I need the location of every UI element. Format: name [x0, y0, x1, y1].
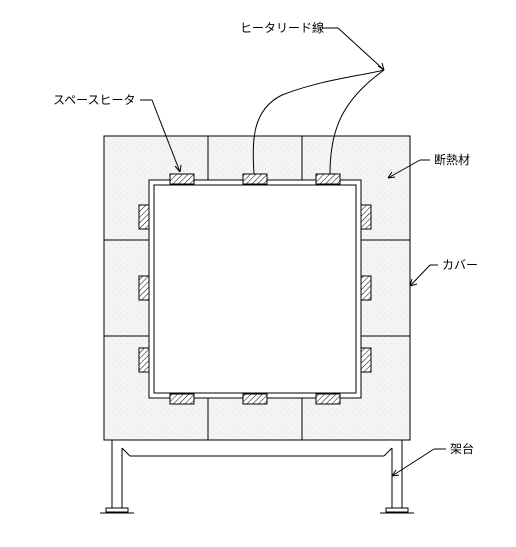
heater-left-3	[138, 347, 150, 373]
label-heater-lead: ヒータリード線	[240, 20, 324, 35]
heater-bottom-1	[169, 393, 195, 405]
heater-bottom-2	[242, 393, 268, 405]
heater-left-1	[138, 204, 150, 230]
inner-chamber	[148, 179, 362, 399]
heater-top-1	[169, 173, 195, 185]
heater-right-2	[360, 275, 372, 301]
leader-lines	[140, 27, 446, 477]
label-frame: 架台	[450, 441, 474, 456]
label-space-heater: スペースヒータ	[53, 93, 136, 107]
heater-left-2	[138, 275, 150, 301]
stand-frame	[100, 439, 414, 514]
label-cover: カバー	[442, 258, 478, 272]
label-insulation: 断熱材	[434, 152, 470, 167]
heater-top-2	[242, 173, 268, 185]
heater-bottom-3	[315, 393, 341, 405]
heater-lead-wires	[252, 69, 385, 175]
space-heaters	[138, 173, 372, 405]
heater-right-3	[360, 347, 372, 373]
heater-right-1	[360, 204, 372, 230]
heater-top-3	[315, 173, 341, 185]
